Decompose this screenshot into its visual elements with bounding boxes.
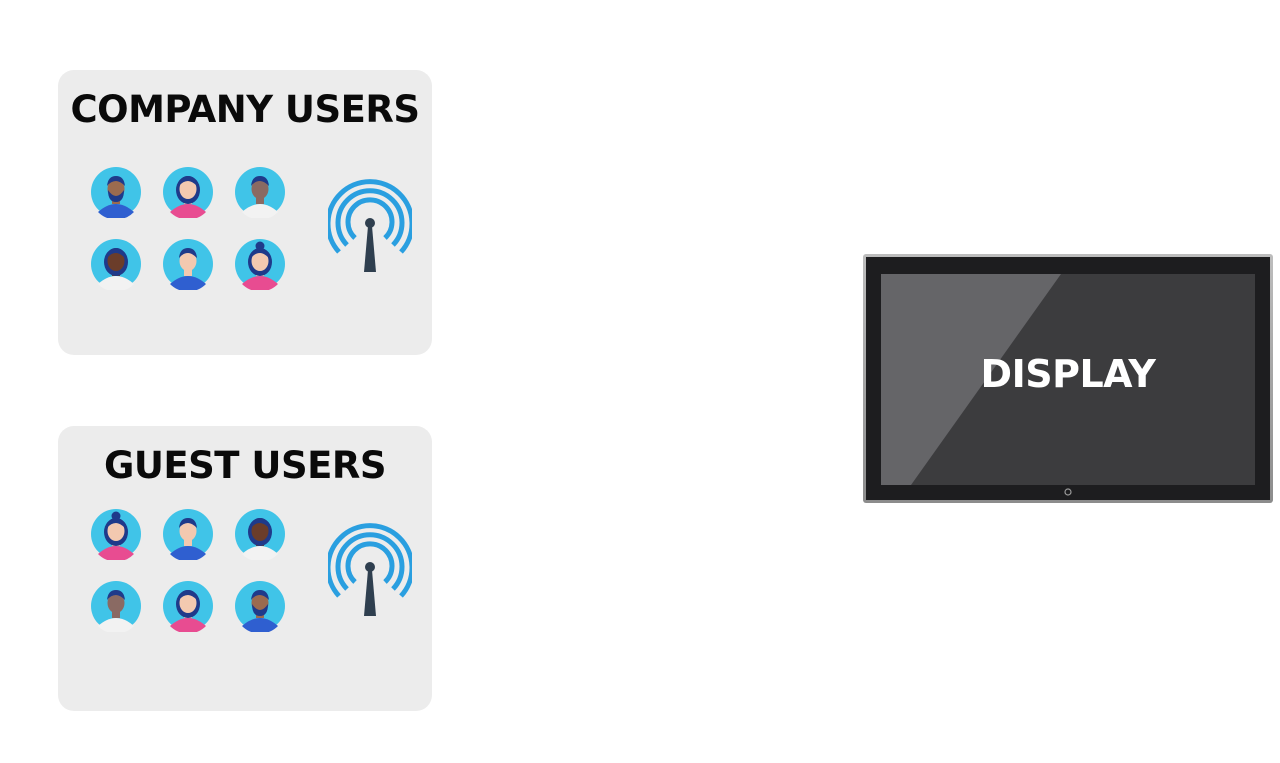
wireless-antenna-icon [325, 522, 415, 622]
man-avatar-icon [90, 580, 142, 632]
company-users-avatars [90, 166, 286, 296]
woman-long-hair-avatar-icon [162, 580, 214, 632]
wireless-antenna-icon [325, 178, 415, 278]
man-beard-avatar-icon [90, 166, 142, 218]
man-avatar-icon [162, 508, 214, 560]
woman-curly-hair-avatar-icon [90, 238, 142, 290]
woman-bun-avatar-icon [90, 508, 142, 560]
display-label: DISPLAY [980, 352, 1156, 396]
man-avatar-icon [234, 166, 286, 218]
woman-long-hair-avatar-icon [162, 166, 214, 218]
guest-users-panel: GUEST USERS [58, 426, 432, 711]
woman-curly-hair-avatar-icon [234, 508, 286, 560]
woman-bun-avatar-icon [234, 238, 286, 290]
guest-users-avatars [90, 508, 286, 638]
guest-users-title: GUEST USERS [103, 444, 387, 487]
display-monitor-icon: DISPLAY [863, 254, 1273, 503]
company-users-title: COMPANY USERS [70, 88, 420, 131]
company-users-panel: COMPANY USERS [58, 70, 432, 355]
man-avatar-icon [162, 238, 214, 290]
man-beard-avatar-icon [234, 580, 286, 632]
